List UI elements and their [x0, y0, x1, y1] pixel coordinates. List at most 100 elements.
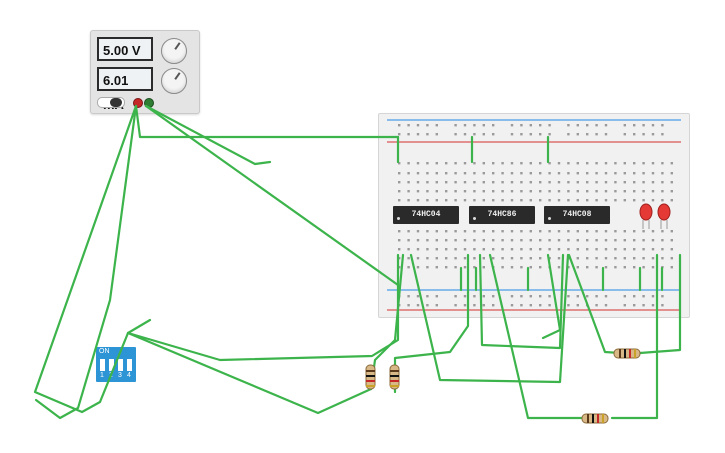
breadboard-hole: [529, 295, 532, 298]
breadboard-hole: [407, 199, 410, 202]
breadboard-hole: [510, 181, 514, 184]
breadboard-hole: [557, 248, 561, 251]
breadboard-hole: [651, 248, 655, 251]
resistor[interactable]: [365, 364, 376, 390]
red-led[interactable]: [639, 203, 653, 229]
breadboard-hole: [595, 172, 598, 175]
breadboard-hole: [548, 257, 551, 260]
breadboard-hole: [567, 172, 570, 175]
breadboard-hole: [614, 172, 617, 175]
dip-toggle-3[interactable]: [118, 359, 123, 371]
resistor[interactable]: [389, 364, 400, 390]
positive-terminal[interactable]: [133, 98, 143, 108]
breadboard-hole: [501, 266, 504, 269]
breadboard-hole: [463, 266, 467, 269]
breadboard-hole: [510, 295, 514, 298]
breadboard-hole: [539, 181, 542, 184]
voltage-knob[interactable]: [161, 38, 187, 64]
breadboard-hole: [576, 162, 579, 165]
breadboard-hole: [454, 230, 457, 233]
breadboard-hole: [567, 239, 570, 242]
breadboard-hole: [482, 248, 485, 251]
breadboard-hole: [520, 199, 523, 202]
breadboard-hole: [539, 162, 542, 165]
chip-74hc86[interactable]: 74HC86: [469, 206, 535, 224]
breadboard-hole: [623, 230, 626, 233]
breadboard-hole: [651, 230, 655, 233]
breadboard-hole: [492, 239, 495, 242]
breadboard-hole: [604, 199, 608, 202]
breadboard-hole: [529, 172, 532, 175]
resistor[interactable]: [581, 413, 609, 424]
breadboard-hole: [473, 295, 476, 298]
breadboard-hole: [661, 239, 664, 242]
breadboard-hole: [548, 295, 551, 298]
negative-terminal[interactable]: [144, 98, 154, 108]
breadboard-hole: [623, 172, 626, 175]
breadboard-hole: [651, 124, 655, 127]
breadboard-hole: [445, 199, 448, 202]
breadboard-hole: [426, 266, 429, 269]
breadboard-hole: [482, 124, 485, 127]
chip-74hc04[interactable]: 74HC04: [393, 206, 459, 224]
breadboard-hole: [557, 181, 561, 184]
breadboard-hole: [492, 133, 495, 136]
breadboard-hole: [492, 248, 495, 251]
breadboard-hole: [576, 190, 579, 193]
breadboard-hole: [416, 230, 420, 233]
breadboard-hole: [435, 172, 438, 175]
breadboard-hole: [426, 230, 429, 233]
breadboard-hole: [623, 124, 626, 127]
dip-number: 3: [118, 372, 122, 379]
breadboard-hole: [463, 230, 467, 233]
breadboard-hole: [416, 124, 420, 127]
breadboard-hole: [463, 124, 467, 127]
power-switch[interactable]: [97, 97, 125, 108]
breadboard-hole: [407, 162, 410, 165]
breadboard-hole: [398, 239, 401, 242]
chip-74hc08[interactable]: 74HC08: [544, 206, 610, 224]
breadboard-hole: [529, 230, 532, 233]
breadboard-hole: [576, 124, 579, 127]
breadboard-hole: [529, 239, 532, 242]
breadboard-hole: [586, 230, 589, 233]
dip-toggle-1[interactable]: [100, 359, 105, 371]
breadboard-hole: [492, 172, 495, 175]
breadboard-hole: [651, 181, 655, 184]
breadboard-hole: [473, 248, 476, 251]
wire: [126, 253, 400, 362]
breadboard-hole: [642, 266, 645, 269]
breadboard[interactable]: 74HC04 74HC86 74HC08: [378, 113, 690, 318]
resistor[interactable]: [613, 348, 641, 359]
breadboard-hole: [642, 190, 645, 193]
dip-switch[interactable]: ON 1 2 3 4: [96, 347, 136, 382]
breadboard-hole: [557, 239, 561, 242]
breadboard-hole: [510, 133, 514, 136]
breadboard-hole: [604, 304, 608, 307]
breadboard-hole: [642, 199, 645, 202]
breadboard-hole: [586, 199, 589, 202]
breadboard-hole: [548, 133, 551, 136]
breadboard-hole: [435, 181, 438, 184]
breadboard-hole: [529, 124, 532, 127]
red-led[interactable]: [657, 203, 671, 229]
breadboard-hole: [520, 295, 523, 298]
breadboard-hole: [445, 162, 448, 165]
breadboard-hole: [633, 133, 636, 136]
current-knob[interactable]: [161, 68, 187, 94]
breadboard-hole: [492, 162, 495, 165]
breadboard-hole: [454, 266, 457, 269]
dip-toggle-4[interactable]: [127, 359, 132, 371]
breadboard-hole: [398, 304, 401, 307]
breadboard-hole: [595, 181, 598, 184]
breadboard-hole: [642, 257, 645, 260]
breadboard-hole: [670, 190, 673, 193]
breadboard-hole: [614, 162, 617, 165]
breadboard-hole: [473, 304, 476, 307]
dip-toggle-2[interactable]: [109, 359, 114, 371]
power-supply[interactable]: 5.00 V 6.01 mA: [90, 30, 200, 114]
breadboard-hole: [604, 190, 608, 193]
breadboard-hole: [398, 230, 401, 233]
breadboard-hole: [604, 295, 608, 298]
